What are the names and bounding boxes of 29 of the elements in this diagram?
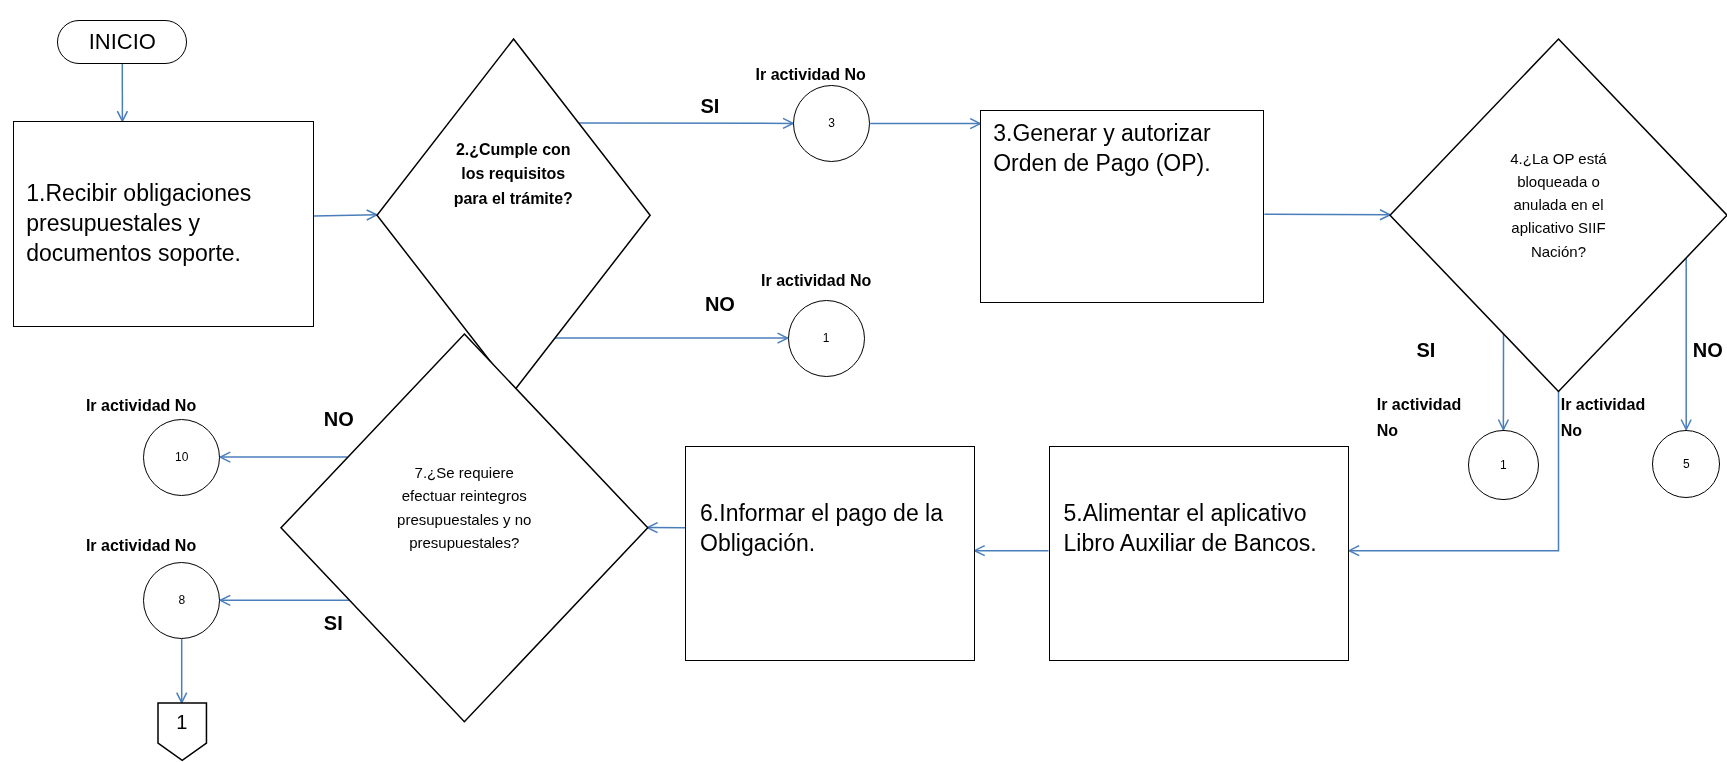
connector-circle: 8 [143,561,221,639]
arrow [646,521,686,534]
process-box: 1.Recibir obligaciones presupuestales y documentos soporte. [13,121,314,328]
start-terminator: INICIO [57,19,188,64]
arrow [219,451,349,463]
arrow [1348,390,1560,557]
activity-label: Ir actividad No [1376,395,1463,441]
process-box: 6.Informar el pago de la Obligación. [685,446,975,661]
connector-circle: 1 [787,299,865,377]
arrow [175,638,188,704]
arrow [116,63,129,122]
connector-circle: 1 [1468,429,1539,501]
activity-label: Ir actividad No [85,536,198,557]
activity-label: Ir actividad No [1560,395,1647,441]
off-page-connector: 1 [157,702,206,760]
arrow [1497,332,1510,431]
connector-circle: 3 [793,84,871,162]
activity-label: Ir actividad No [761,270,873,291]
decision-diamond: 2.¿Cumple con los requisitos para el trámite? [376,38,650,391]
arrow [869,117,981,130]
activity-label: Ir actividad No [85,396,198,417]
arrow [313,209,378,221]
connector-circle: 10 [143,418,221,496]
process-box: 5.Alimentar el aplicativo Libro Auxiliar de Bancos. [1048,446,1350,661]
arrow [1263,209,1391,221]
arrow [973,544,1050,557]
connector-circle: 5 [1652,429,1721,498]
process-box: 3.Generar y autorizar Orden de Pago (OP). [980,110,1265,303]
activity-label: Ir actividad No [755,64,867,85]
